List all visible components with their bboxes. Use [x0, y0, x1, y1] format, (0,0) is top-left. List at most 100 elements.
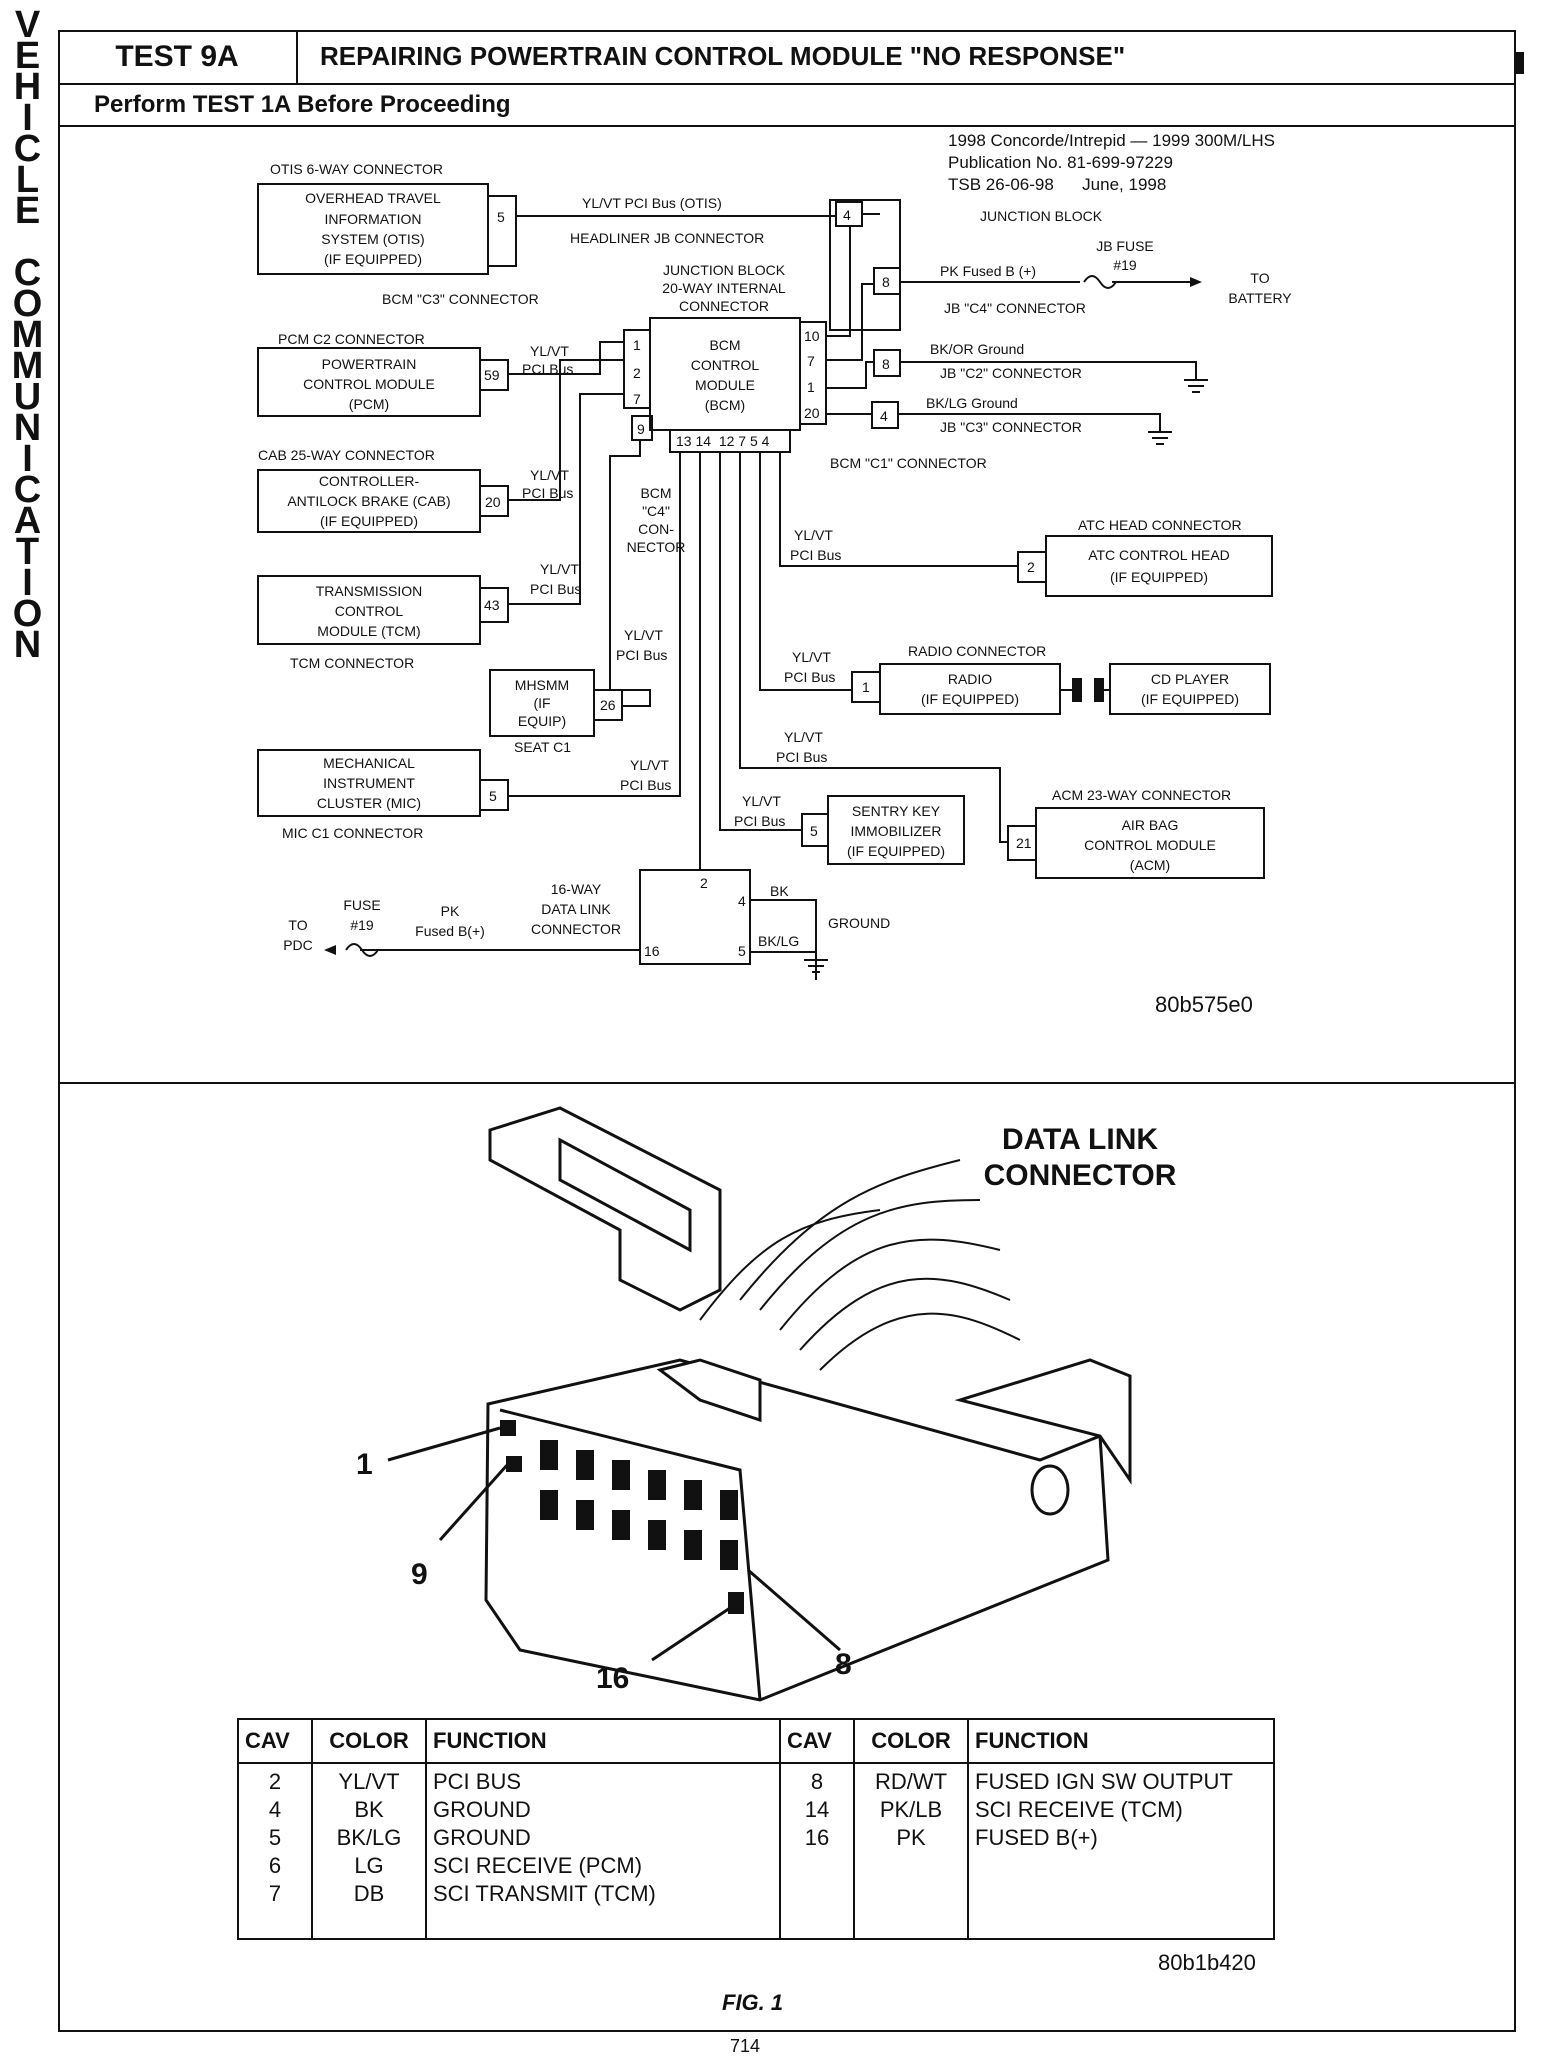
page-frame: [58, 30, 1516, 2032]
bcm-c4-4: NECTOR: [627, 539, 686, 555]
mic-wire-2: PCI Bus: [620, 777, 671, 793]
otis-conn-label: OTIS 6-WAY CONNECTOR: [270, 161, 443, 177]
bcm-left-pin-1: 1: [633, 337, 641, 353]
side-title-letter: V: [14, 4, 41, 46]
bcm-left-pin-2: 2: [633, 365, 641, 381]
pcm-wire-2: PCI Bus: [522, 361, 573, 377]
seat-c1-label: SEAT C1: [514, 739, 571, 755]
acm-wire-2: PCI Bus: [776, 749, 827, 765]
wiring-diagram: OTIS 6-WAY CONNECTOR OVERHEAD TRAVEL INF…: [257, 161, 1292, 980]
right-function: FUSED IGN SW OUTPUT: [975, 1769, 1233, 1794]
acm-line3: (ACM): [1130, 857, 1170, 873]
jb-pin4: 4: [843, 207, 851, 223]
right-color: PK/LB: [879, 1797, 943, 1822]
acm-line2: CONTROL MODULE: [1084, 837, 1216, 853]
mhsmm-line1: MHSMM: [515, 677, 569, 693]
dlc-pin-2: 2: [700, 875, 708, 891]
left-function-cell: PCI BUS GROUND GROUND SCI RECEIVE (PCM) …: [425, 1763, 781, 1939]
mhsmm-line2: (IF: [533, 695, 550, 711]
otis-line3: SYSTEM (OTIS): [321, 231, 424, 247]
dlc16-line1: 16-WAY: [551, 881, 602, 897]
mhsmm-wire-2: PCI Bus: [616, 647, 667, 663]
dlc-cavities: [500, 1420, 744, 1614]
sentry-pin: 5: [810, 823, 818, 839]
diagram-code: 80b575e0: [1155, 992, 1253, 1017]
bcm-right-conn: [799, 321, 827, 425]
mic-conn-label: MIC C1 CONNECTOR: [282, 825, 423, 841]
sentry-line1: SENTRY KEY: [852, 803, 941, 819]
acm-pin: 21: [1016, 835, 1032, 851]
left-function: GROUND: [433, 1825, 531, 1850]
otis-conn: [487, 195, 517, 267]
jb-internal-2: 20-WAY INTERNAL: [662, 280, 786, 296]
bcm-line3: MODULE: [695, 377, 755, 393]
right-function-cell: FUSED IGN SW OUTPUT SCI RECEIVE (TCM) FU…: [967, 1763, 1275, 1939]
bcm-c4-2: "C4": [642, 503, 670, 519]
atc-conn-label: ATC HEAD CONNECTOR: [1078, 517, 1242, 533]
side-title-letter: M: [11, 314, 44, 356]
dlc-title: DATA LINK CONNECTOR: [960, 1122, 1200, 1194]
revision-bar: [1515, 52, 1524, 74]
side-title-letter: C: [13, 128, 42, 170]
jb-fuse-1: JB FUSE: [1096, 238, 1154, 254]
col-function-left: FUNCTION: [425, 1718, 781, 1764]
jb-c3-label: JB "C3" CONNECTOR: [940, 419, 1082, 435]
side-title-letter: T: [15, 531, 40, 573]
left-cav: 6: [268, 1853, 282, 1878]
dlc-illustration: [387, 1106, 1132, 1702]
left-cav: 2: [268, 1769, 282, 1794]
jb-box: [829, 199, 901, 331]
pcm-wire-1: YL/VT: [530, 343, 569, 359]
mic-line2: INSTRUMENT: [323, 775, 415, 791]
publication-info: 1998 Concorde/Intrepid — 1999 300M/LHS P…: [948, 130, 1275, 196]
callout-8: 8: [835, 1648, 852, 1681]
mhsmm-pin: 26: [600, 697, 616, 713]
left-color: BK: [354, 1797, 384, 1822]
bcm-pin9-conn: [631, 415, 653, 441]
bcm-left-conn: [623, 329, 651, 409]
bcm-right-pin-10: 10: [804, 328, 820, 344]
otis-wire: YL/VT PCI Bus (OTIS): [582, 195, 722, 211]
section-divider: [58, 1082, 1516, 1084]
side-title-letter: U: [13, 376, 42, 418]
col-function-right: FUNCTION: [967, 1718, 1275, 1764]
side-title-letter: I: [22, 438, 33, 480]
sentry-line3: (IF EQUIPPED): [847, 843, 945, 859]
bcm-c4-1: BCM: [640, 485, 671, 501]
left-cav-cell: 2 4 5 6 7: [237, 1763, 313, 1939]
side-title-letter: C: [13, 252, 42, 294]
side-title-letter: H: [13, 66, 42, 108]
cab-conn-label: CAB 25-WAY CONNECTOR: [258, 447, 435, 463]
to-pdc-1: TO: [288, 917, 307, 933]
bk-label: BK: [770, 883, 789, 899]
dlc16-line2: DATA LINK: [541, 901, 611, 917]
bcm-right-pin-7: 7: [807, 353, 815, 369]
otis-line1: OVERHEAD TRAVEL: [305, 190, 441, 206]
fuse19-1: FUSE: [343, 897, 380, 913]
mhsmm-wire-1: YL/VT: [624, 627, 663, 643]
col-color-left: COLOR: [311, 1718, 427, 1764]
bcm-c1-label: BCM "C1" CONNECTOR: [830, 455, 987, 471]
to-pdc-2: PDC: [283, 937, 313, 953]
dlc-pin-4: 4: [738, 893, 746, 909]
side-title-letter: C: [13, 469, 42, 511]
ground-label: GROUND: [828, 915, 890, 931]
side-title-letter: I: [22, 562, 33, 604]
side-title-letter: O: [12, 283, 43, 325]
radio-line2: (IF EQUIPPED): [921, 691, 1019, 707]
acm-wire-1: YL/VT: [784, 729, 823, 745]
acm-conn-label: ACM 23-WAY CONNECTOR: [1052, 787, 1231, 803]
right-cav: 8: [810, 1769, 824, 1794]
jb-internal-3: CONNECTOR: [679, 298, 769, 314]
dlc-pin-5: 5: [738, 943, 746, 959]
cab-line3: (IF EQUIPPED): [320, 513, 418, 529]
atc-line2: (IF EQUIPPED): [1110, 569, 1208, 585]
mic-line3: CLUSTER (MIC): [317, 795, 421, 811]
left-color: DB: [353, 1881, 385, 1906]
dlc16-line3: CONNECTOR: [531, 921, 621, 937]
test-title: REPAIRING POWERTRAIN CONTROL MODULE "NO …: [320, 41, 1126, 71]
bklg-ground: BK/LG Ground: [926, 395, 1018, 411]
right-cav: 16: [804, 1825, 830, 1850]
pcm-pin: 59: [484, 367, 500, 383]
col-cav-right: CAV: [779, 1718, 855, 1764]
